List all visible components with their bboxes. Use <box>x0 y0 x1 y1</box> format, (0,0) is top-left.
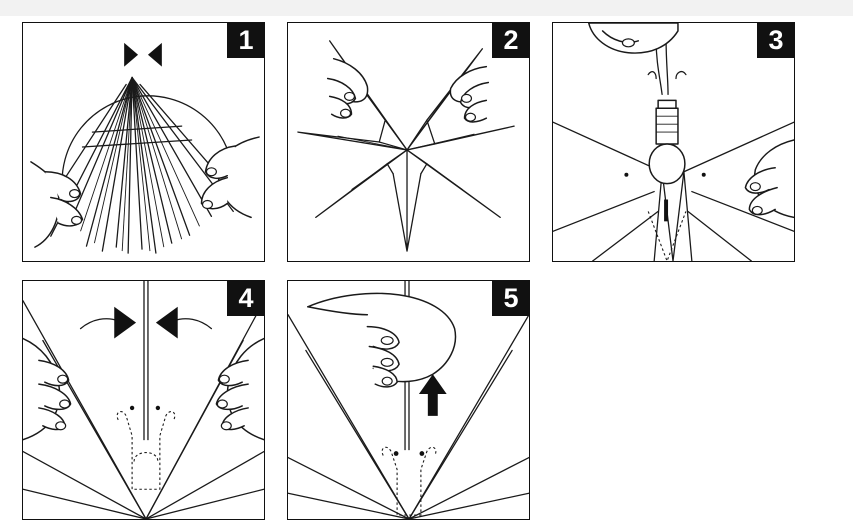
step-4-illustration <box>23 281 264 519</box>
top-strip <box>0 0 853 16</box>
step-1-arrow-right <box>124 42 139 67</box>
step-1-panel: 1 <box>22 22 265 262</box>
step-3-bulb <box>648 143 686 185</box>
step-2-badge: 2 <box>492 23 529 58</box>
step-2-left-hand <box>332 57 369 103</box>
step-3-socket <box>655 107 679 145</box>
step-4-panel: 4 <box>22 280 265 520</box>
step-1-arrow-left <box>147 42 162 67</box>
step-4-arrow-right <box>114 306 137 339</box>
step-4-badge: 4 <box>227 281 264 316</box>
step-1-illustration <box>30 42 260 254</box>
step-2-illustration <box>297 40 515 252</box>
step-3-top-hand <box>587 23 679 54</box>
step-3-panel: 3 <box>552 22 795 262</box>
step-5-illustration <box>288 281 529 519</box>
step-4-arrow-left <box>155 306 178 339</box>
step-5-badge: 5 <box>492 281 529 316</box>
step-3-badge: 3 <box>757 23 794 58</box>
step-1-badge: 1 <box>227 23 264 58</box>
step-3-illustration <box>553 23 794 261</box>
step-5-panel: 5 <box>287 280 530 520</box>
step-2-panel: 2 <box>287 22 530 262</box>
step-5-arrow-up <box>418 374 447 416</box>
